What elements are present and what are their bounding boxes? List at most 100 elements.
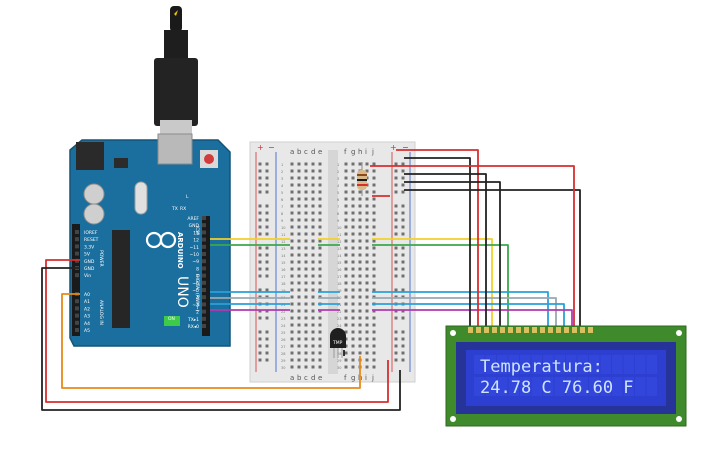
rail-hole: [258, 162, 262, 166]
breadboard-hole: [297, 190, 301, 194]
breadboard-hole: [344, 197, 348, 201]
breadboard-hole: [358, 218, 362, 222]
pin-label: 12: [193, 238, 199, 244]
breadboard-hole: [358, 316, 362, 320]
lcd-pin: [548, 327, 553, 333]
breadboard-hole: [297, 323, 301, 327]
breadboard-hole: [290, 365, 294, 369]
rail-hole: [401, 316, 405, 320]
lcd-cell: [554, 355, 565, 374]
breadboard-hole: [358, 330, 362, 334]
rail-hole: [258, 330, 262, 334]
breadboard-hole: [358, 295, 362, 299]
breadboard-row-number: 12: [337, 240, 341, 244]
breadboard-hole: [351, 274, 355, 278]
rail-minus-label-left: −: [268, 143, 275, 152]
atmega-chip: [112, 230, 130, 328]
l-label: L: [186, 194, 189, 200]
rail-hole: [394, 358, 398, 362]
breadboard-row-number: 8: [337, 212, 339, 216]
breadboard-hole: [290, 351, 294, 355]
breadboard-hole: [290, 239, 294, 243]
breadboard-hole: [311, 253, 315, 257]
breadboard-hole: [351, 197, 355, 201]
breadboard-hole: [344, 316, 348, 320]
rail-hole: [401, 344, 405, 348]
breadboard-row-number: 30: [281, 366, 285, 370]
rail-hole: [265, 211, 269, 215]
rail-hole: [258, 316, 262, 320]
breadboard-hole: [365, 344, 369, 348]
breadboard-hole: [344, 204, 348, 208]
rail-hole: [394, 274, 398, 278]
breadboard-row-number: 2: [337, 170, 339, 174]
rail-hole: [265, 218, 269, 222]
rail-hole: [265, 204, 269, 208]
breadboard-hole: [304, 176, 308, 180]
breadboard-row-number: 29: [281, 359, 285, 363]
breadboard-center-channel: [328, 150, 338, 374]
breadboard-hole: [297, 246, 301, 250]
breadboard-hole: [365, 162, 369, 166]
breadboard-column-letter: d: [311, 374, 315, 382]
pin-label: RESET: [84, 237, 99, 243]
rail-hole: [258, 190, 262, 194]
rail-hole: [258, 337, 262, 341]
rail-hole: [401, 274, 405, 278]
breadboard-row-number: 17: [337, 275, 341, 279]
breadboard-hole: [358, 302, 362, 306]
rail-hole: [265, 316, 269, 320]
pin: [202, 252, 206, 256]
breadboard-hole: [304, 232, 308, 236]
rail-hole: [394, 351, 398, 355]
resistor-band-3: [357, 184, 367, 186]
usb-cable-neck: [164, 30, 188, 60]
breadboard-hole: [290, 267, 294, 271]
lcd-pin: [540, 327, 545, 333]
breadboard-hole: [351, 281, 355, 285]
breadboard-hole: [311, 344, 315, 348]
breadboard-column-letter: g: [351, 374, 355, 382]
lcd-cell: [566, 377, 577, 396]
wire-gnd-to-rail: [41, 267, 401, 411]
breadboard-hole: [372, 295, 376, 299]
pin: [75, 230, 79, 234]
breadboard-hole: [297, 183, 301, 187]
breadboard-hole: [365, 358, 369, 362]
rail-hole: [265, 358, 269, 362]
breadboard-row-number: 3: [281, 177, 283, 181]
arduino-pcb: [69, 139, 231, 347]
breadboard-hole: [358, 197, 362, 201]
rail-hole: [258, 253, 262, 257]
breadboard-hole: [304, 337, 308, 341]
lcd-cell: [646, 355, 657, 374]
breadboard-hole: [304, 274, 308, 278]
breadboard-hole: [311, 358, 315, 362]
breadboard-hole: [290, 176, 294, 180]
lcd-cell: [600, 377, 611, 396]
rail-hole: [394, 204, 398, 208]
rail-hole: [258, 183, 262, 187]
breadboard-hole: [372, 260, 376, 264]
breadboard-hole: [365, 351, 369, 355]
lcd-mount-hole-tr: [676, 330, 682, 336]
lcd-pin: [500, 327, 505, 333]
lcd-cell: [554, 377, 565, 396]
resistor-band-1: [357, 174, 367, 176]
breadboard-hole: [365, 253, 369, 257]
rail-hole: [265, 176, 269, 180]
breadboard-row-number: 16: [281, 268, 285, 272]
lcd-cell: [497, 355, 508, 374]
breadboard-row-number: 9: [337, 219, 339, 223]
breadboard-row-number: 16: [337, 268, 341, 272]
rail-hole: [401, 204, 405, 208]
breadboard-hole: [365, 316, 369, 320]
breadboard-hole: [290, 260, 294, 264]
reset-button[interactable]: [204, 154, 214, 164]
breadboard-hole: [318, 176, 322, 180]
lcd-pin: [580, 327, 585, 333]
breadboard-hole: [297, 267, 301, 271]
lcd-pin-header: [468, 327, 593, 333]
breadboard-column-letter: j: [371, 374, 374, 382]
lcd-cell: [474, 355, 485, 374]
